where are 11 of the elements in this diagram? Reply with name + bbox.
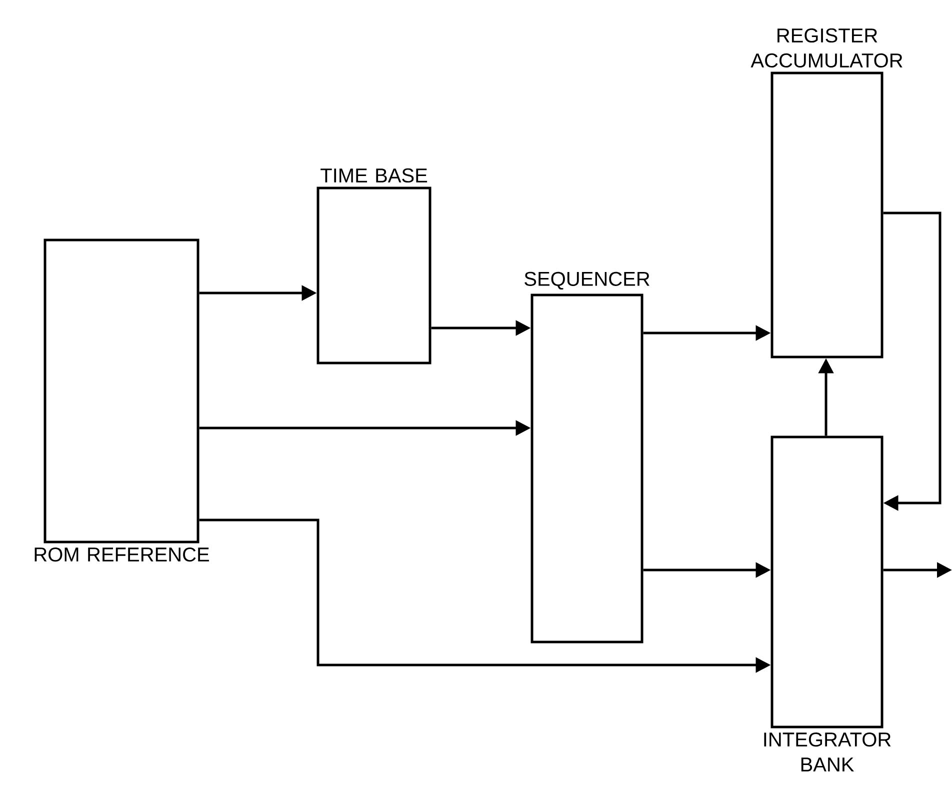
box-label: SEQUENCER (524, 272, 650, 290)
box-label: REGISTER ACCUMULATOR (750, 28, 902, 68)
block-box (524, 272, 650, 644)
arrow (883, 212, 942, 511)
block-box (34, 238, 209, 562)
box-label: TIME BASE (320, 168, 428, 183)
block-box (764, 436, 891, 772)
block-box (750, 28, 902, 358)
box-label: ROM REFERENCE (34, 547, 209, 562)
box-label: INTEGRATOR BANK (764, 732, 891, 772)
block-box (316, 168, 432, 364)
